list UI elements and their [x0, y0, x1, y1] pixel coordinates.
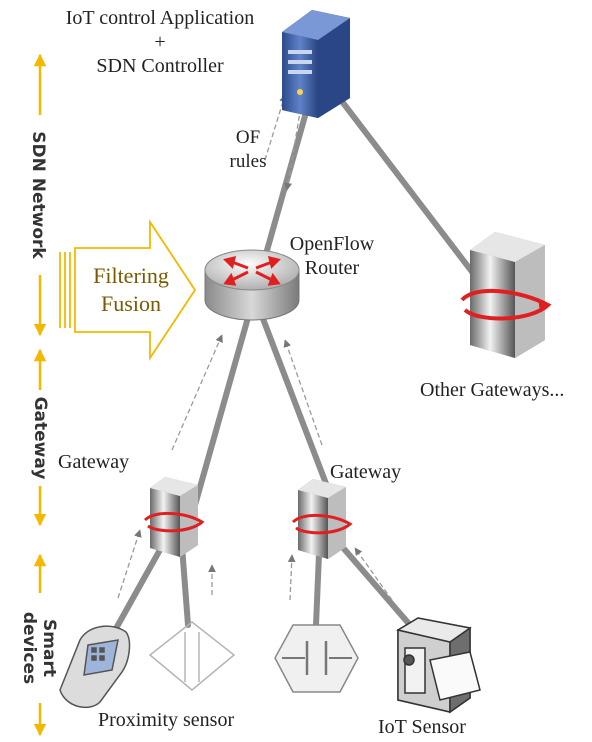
fusion-label-line1: Filtering: [93, 263, 169, 288]
gateway-left-label: Gateway: [58, 451, 130, 473]
capacitor-sensor-icon: [274, 624, 359, 693]
router-label-line2: Router: [304, 257, 360, 279]
mobile-phone-icon: [59, 625, 131, 709]
router-icon: [204, 249, 300, 321]
router-label-line1: OpenFlow: [289, 233, 375, 255]
side-label-devices: devices: [19, 611, 39, 685]
side-label-smart-devices: Smart devices: [19, 593, 59, 703]
side-label-smart: Smart: [39, 619, 59, 677]
link-router-right-gateway: [249, 287, 341, 518]
side-label-gateway: Gateway: [30, 390, 50, 486]
proximity-sensor-icon: [148, 621, 236, 691]
controller-title-line2: +: [154, 31, 166, 53]
controller-title-line3: SDN Controller: [96, 55, 224, 77]
side-label-sdn-network: SDN Network: [28, 115, 48, 275]
iot-sensor-label: IoT Sensor: [378, 716, 466, 738]
proximity-sensor-label: Proximity sensor: [98, 709, 235, 731]
gateway-icon: [143, 477, 205, 557]
of-rules-line1: OF: [235, 127, 261, 148]
links: [101, 67, 508, 653]
controller-title: IoT control Application + SDN Controller: [30, 6, 290, 78]
gateway-right-label: Gateway: [330, 461, 402, 483]
camera-sensor-icon: [396, 617, 481, 714]
controller-title-line1: IoT control Application: [65, 7, 255, 29]
of-rules-line2: rules: [229, 151, 267, 172]
fusion-label-line2: Fusion: [101, 291, 161, 316]
gateway-icon: [291, 479, 353, 559]
filtering-fusion-arrow: [59, 219, 197, 361]
flow-arrows: [117, 94, 393, 601]
of-rules-label: OF rules: [218, 126, 278, 174]
router-label: OpenFlow Router: [282, 232, 382, 280]
server-icon: [282, 10, 350, 118]
other-gateways-label: Other Gateways...: [420, 379, 565, 401]
gateway-icon: [460, 232, 552, 358]
link-gateway-iotsensor: [329, 532, 413, 628]
fusion-label: Filtering Fusion: [86, 262, 176, 318]
